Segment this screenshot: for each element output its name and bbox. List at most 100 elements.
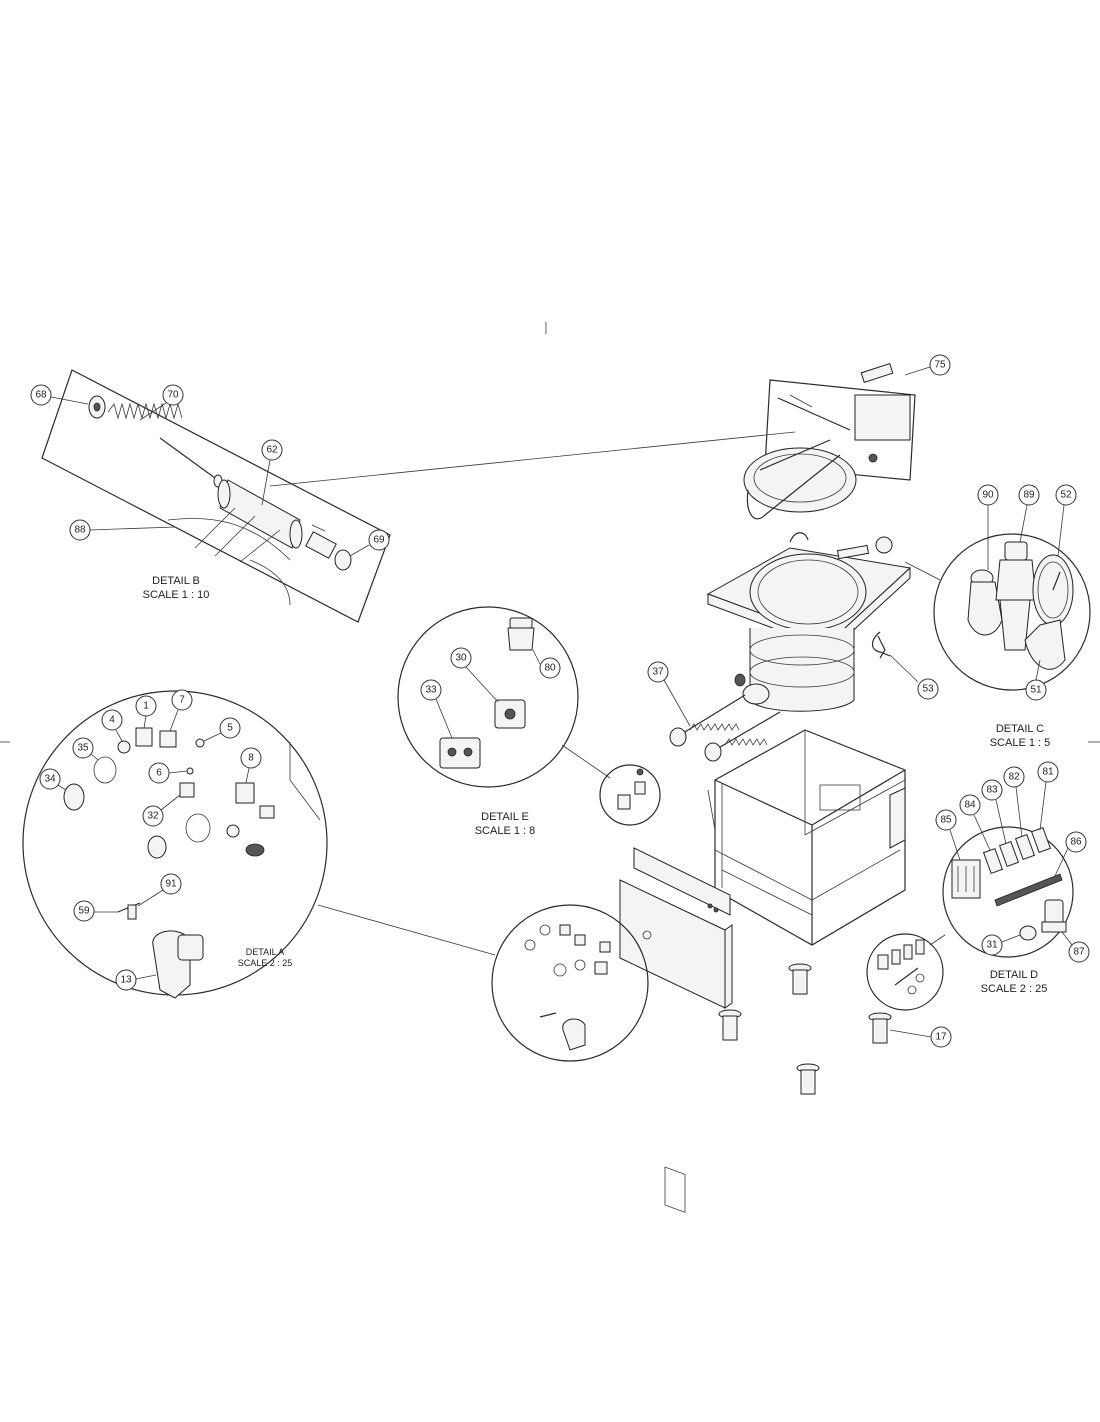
svg-text:68: 68 xyxy=(35,390,47,401)
detail-e-title: DETAIL E xyxy=(481,811,529,823)
handle-assembly xyxy=(743,362,916,520)
callout-80: 80 xyxy=(532,649,561,679)
detail-e-scale: SCALE 1 : 8 xyxy=(475,825,536,837)
svg-text:35: 35 xyxy=(77,743,89,754)
svg-text:33: 33 xyxy=(425,685,437,696)
foot-1 xyxy=(718,1009,742,1041)
svg-text:84: 84 xyxy=(964,800,976,811)
svg-text:51: 51 xyxy=(1030,685,1042,696)
svg-text:89: 89 xyxy=(1023,490,1035,501)
svg-text:81: 81 xyxy=(1042,767,1054,778)
svg-text:32: 32 xyxy=(147,811,159,822)
detail-b-leader xyxy=(269,431,796,487)
callout-51: 51 xyxy=(1025,659,1047,701)
svg-text:90: 90 xyxy=(982,490,994,501)
callout-70: 70 xyxy=(139,384,184,421)
foot-4 xyxy=(796,1063,820,1095)
svg-text:1: 1 xyxy=(143,701,149,712)
svg-text:85: 85 xyxy=(940,815,952,826)
callout-85: 85 xyxy=(935,809,961,861)
callout-32: 32 xyxy=(142,794,181,827)
detail-d-title: DETAIL D xyxy=(990,969,1038,981)
detail-a-circle xyxy=(22,690,496,999)
callout-31: 31 xyxy=(981,934,1021,956)
callout-7: 7 xyxy=(169,689,193,732)
detail-c-circle xyxy=(904,533,1091,691)
callout-59: 59 xyxy=(73,900,118,922)
detail-b-scale: SCALE 1 : 10 xyxy=(143,589,210,601)
spring-70 xyxy=(107,402,223,488)
svg-text:37: 37 xyxy=(652,667,664,678)
svg-text:62: 62 xyxy=(266,445,278,456)
callout-87: 87 xyxy=(1061,931,1090,963)
callout-53: 53 xyxy=(917,678,939,700)
svg-text:8: 8 xyxy=(248,753,254,764)
callout-5: 5 xyxy=(203,717,241,742)
callout-75: 75 xyxy=(904,354,951,376)
callout-90: 90 xyxy=(977,484,999,570)
svg-text:82: 82 xyxy=(1008,772,1020,783)
callout-34: 34 xyxy=(39,768,67,791)
svg-text:5: 5 xyxy=(227,723,233,734)
svg-text:87: 87 xyxy=(1073,947,1085,958)
tank-body xyxy=(734,628,886,712)
svg-text:53: 53 xyxy=(922,684,934,695)
svg-text:31: 31 xyxy=(986,940,998,951)
hose-53 xyxy=(871,631,919,683)
svg-text:17: 17 xyxy=(935,1032,947,1043)
svg-text:88: 88 xyxy=(74,525,86,536)
callout-17: 17 xyxy=(889,1026,952,1048)
detail-e-circle xyxy=(397,606,661,826)
callout-6: 6 xyxy=(148,762,188,784)
callout-81: 81 xyxy=(1037,761,1059,831)
front-panel xyxy=(619,847,733,1213)
callout-82: 82 xyxy=(1003,766,1025,838)
detail-d-circle xyxy=(866,826,1074,1011)
callout-86: 86 xyxy=(1054,831,1087,877)
callout-89: 89 xyxy=(1018,484,1040,543)
svg-text:7: 7 xyxy=(179,695,185,706)
svg-text:80: 80 xyxy=(544,663,556,674)
svg-text:83: 83 xyxy=(986,785,998,796)
detail-a-title: DETAIL A xyxy=(246,947,285,957)
callout-37: 37 xyxy=(647,661,691,727)
callout-69: 69 xyxy=(349,529,390,557)
foot-2 xyxy=(788,963,812,995)
svg-text:75: 75 xyxy=(934,360,946,371)
svg-text:59: 59 xyxy=(78,906,90,917)
callout-84: 84 xyxy=(959,794,991,851)
callout-30: 30 xyxy=(450,647,499,703)
svg-text:91: 91 xyxy=(165,879,177,890)
svg-text:13: 13 xyxy=(120,975,132,986)
svg-text:30: 30 xyxy=(455,653,467,664)
tube-62 xyxy=(217,479,303,549)
callout-13: 13 xyxy=(115,969,157,991)
callout-4: 4 xyxy=(101,709,123,742)
svg-text:69: 69 xyxy=(373,535,385,546)
svg-text:4: 4 xyxy=(109,715,115,726)
detail-a-scale: SCALE 2 : 25 xyxy=(238,958,293,968)
foot-3 xyxy=(868,1012,892,1044)
callout-52: 52 xyxy=(1055,484,1077,557)
detail-b-title: DETAIL B xyxy=(152,575,200,587)
callout-68: 68 xyxy=(30,384,89,406)
callout-83: 83 xyxy=(981,779,1007,845)
heating-elements-37 xyxy=(669,694,781,762)
svg-text:70: 70 xyxy=(167,390,179,401)
cabinet-frame xyxy=(707,729,906,946)
svg-text:86: 86 xyxy=(1070,837,1082,848)
callout-33: 33 xyxy=(420,679,453,739)
callout-91: 91 xyxy=(137,873,182,907)
detail-d-scale: SCALE 2 : 25 xyxy=(981,983,1048,995)
svg-text:34: 34 xyxy=(44,774,56,785)
callout-62: 62 xyxy=(261,439,283,506)
registration-marks xyxy=(0,322,1100,743)
detail-b-frame xyxy=(41,369,391,623)
panel-detail-circle xyxy=(491,904,649,1062)
callout-1: 1 xyxy=(135,695,157,729)
svg-text:52: 52 xyxy=(1060,490,1072,501)
detail-c-scale: SCALE 1 : 5 xyxy=(990,737,1051,749)
callout-88: 88 xyxy=(69,519,176,541)
svg-text:6: 6 xyxy=(156,768,162,779)
